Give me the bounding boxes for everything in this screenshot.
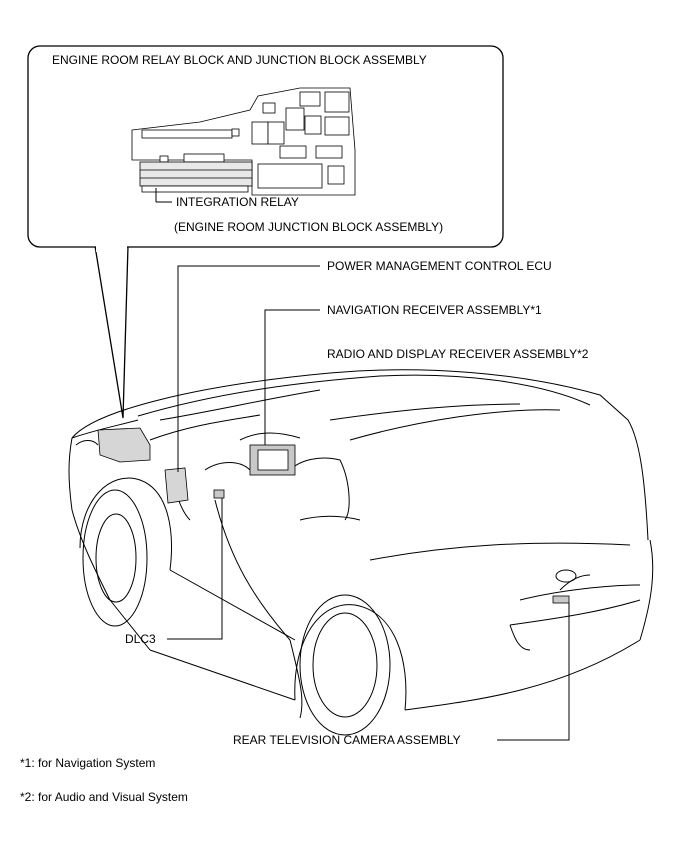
label-power-management-ecu: POWER MANAGEMENT CONTROL ECU: [327, 259, 552, 273]
vehicle-components: [97, 427, 570, 604]
dlc3-connector: [213, 489, 225, 499]
inset-callout: ENGINE ROOM RELAY BLOCK AND JUNCTION BLO…: [27, 45, 504, 419]
rear-camera: [552, 595, 570, 604]
engine-room-block: [97, 427, 151, 463]
relay-label: INTEGRATION RELAY: [176, 195, 299, 209]
leader-lines: [167, 265, 570, 741]
footnote-navigation: *1: for Navigation System: [20, 756, 156, 770]
label-radio-display-receiver: RADIO AND DISPLAY RECEIVER ASSEMBLY*2: [327, 347, 589, 361]
inset-pointer: [94, 245, 129, 419]
label-navigation-receiver: NAVIGATION RECEIVER ASSEMBLY*1: [327, 303, 542, 317]
junction-block-drawing: [131, 87, 356, 196]
label-dlc3: DLC3: [125, 632, 156, 646]
label-rear-camera: REAR TELEVISION CAMERA ASSEMBLY: [233, 733, 461, 747]
footnote-audio-visual: *2: for Audio and Visual System: [20, 790, 188, 804]
vehicle-outline: [68, 369, 654, 736]
power-management-ecu: [164, 467, 189, 504]
junction-label: (ENGINE ROOM JUNCTION BLOCK ASSEMBLY): [174, 220, 443, 234]
inset-title: ENGINE ROOM RELAY BLOCK AND JUNCTION BLO…: [52, 53, 427, 67]
